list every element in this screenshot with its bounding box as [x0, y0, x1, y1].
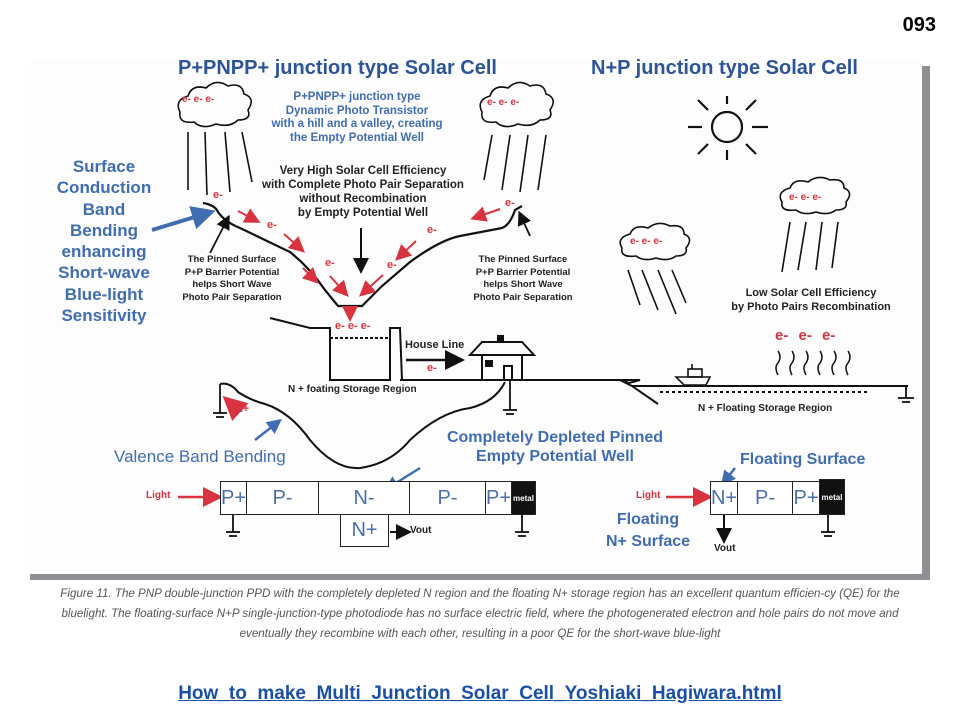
- figure-caption: Figure 11. The PNP double-junction PPD w…: [60, 587, 900, 640]
- vout-label-left: Vout: [410, 525, 432, 536]
- sun-icon: [688, 96, 768, 160]
- figure-shadow-right: [922, 66, 930, 580]
- cell-n-minus: N-: [318, 481, 410, 515]
- ground-icon-device-mid: [515, 514, 529, 537]
- valence-band-curve: [219, 381, 506, 470]
- light-label-left: Light: [146, 490, 171, 501]
- metal-contact-left: metal: [511, 481, 536, 515]
- left-title: P+PNPP+ junction type Solar Cell: [178, 57, 497, 79]
- right-title: N+P junction type Solar Cell: [591, 57, 858, 79]
- cell-p-minus-right-device: P-: [737, 481, 793, 515]
- ground-icon-right: [898, 386, 914, 403]
- cell-p-minus-left: P-: [246, 481, 319, 515]
- cell-p-plus-left: P+: [220, 481, 247, 515]
- wavy-electron-arrows: [775, 350, 851, 376]
- conduction-band-curve: [202, 201, 523, 308]
- house-line-label: House Line: [405, 339, 465, 351]
- cloud-icon-right-1: [619, 222, 691, 315]
- cloud-electrons-right-2: e- e- e-: [789, 192, 822, 203]
- well-electrons: e- e- e-: [335, 320, 371, 332]
- source-link[interactable]: How_to_make_Multi_Junction_Solar_Cell_Yo…: [178, 683, 782, 704]
- surface-electrons: e- e- e-: [775, 327, 836, 344]
- electron-5: e-: [427, 224, 437, 236]
- electron-6: e-: [505, 197, 515, 209]
- cloud-icon-right: [479, 81, 554, 193]
- valence-band-label: Valence Band Bending: [114, 447, 286, 466]
- metal-contact-right: metal: [819, 479, 845, 515]
- hole-label: h+: [236, 403, 250, 415]
- electron-3: e-: [325, 257, 335, 269]
- figure-shadow-bottom: [30, 574, 930, 580]
- cell-n-plus-left: N+: [340, 514, 389, 547]
- electron-arrows: [237, 206, 501, 322]
- vout-label-right: Vout: [714, 543, 736, 554]
- link-container: How_to_make_Multi_Junction_Solar_Cell_Yo…: [0, 683, 960, 705]
- left-storage-label: N + foating Storage Region: [288, 384, 417, 395]
- house-icon: [467, 335, 537, 381]
- cloud-icon-left: [177, 81, 253, 196]
- cell-n-plus-right: N+: [710, 481, 738, 515]
- pinned-right-arrow: [517, 210, 532, 237]
- valence-arrow: [254, 418, 282, 441]
- ground-icon-valence: [213, 384, 227, 418]
- electron-4: e-: [387, 259, 397, 271]
- right-storage-label: N + Floating Storage Region: [698, 403, 833, 414]
- ground-icon-house: [503, 380, 517, 415]
- surface-band-arrow: [151, 206, 216, 232]
- light-label-right: Light: [636, 490, 661, 501]
- ground-icon-device-left: [226, 514, 240, 537]
- electron-2: e-: [267, 219, 277, 231]
- electron-1: e-: [213, 189, 223, 201]
- cloud-electrons-left: e- e- e-: [182, 94, 215, 105]
- page-number: 093: [902, 14, 936, 36]
- cloud-electrons-right: e- e- e-: [487, 97, 520, 108]
- pinned-left-arrow: [209, 214, 230, 254]
- floating-arrow: [720, 467, 737, 486]
- ground-icon-device-right: [821, 514, 835, 537]
- hole-arrow: [222, 395, 249, 421]
- floating-surface-label: Floating Surface: [740, 451, 866, 468]
- house-line-electron: e-: [427, 362, 437, 374]
- cloud-electrons-right-1: e- e- e-: [630, 236, 663, 247]
- boat-icon: [674, 364, 712, 386]
- cell-p-minus-right: P-: [409, 481, 486, 515]
- cloud-icon-right-2: [779, 176, 851, 273]
- cell-p-plus-right: P+: [485, 481, 512, 515]
- cell-p-plus-right-device: P+: [792, 481, 820, 515]
